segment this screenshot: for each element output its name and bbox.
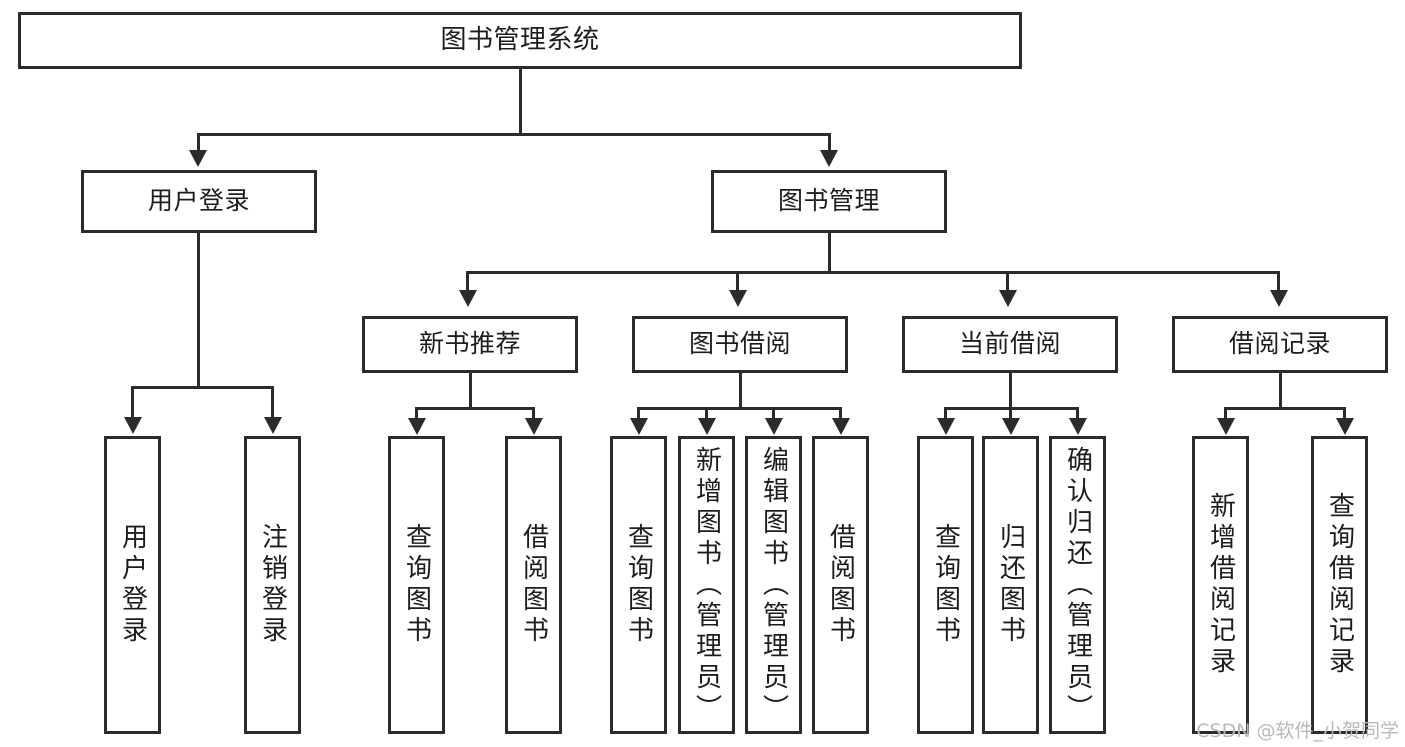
node-label: 归还图书 bbox=[995, 523, 1026, 647]
leaf-borrow-book-new[interactable]: 借阅图书 bbox=[505, 436, 562, 734]
connector-book-borrow-drop-1 bbox=[637, 407, 640, 419]
connector-level3-drop-1 bbox=[466, 271, 469, 291]
connector-book-borrow-stem bbox=[739, 373, 742, 409]
connector-level3-drop-2 bbox=[736, 271, 739, 291]
connector-user-login-stem bbox=[197, 233, 200, 388]
connector-root-stem bbox=[519, 69, 522, 135]
node-label: 借阅图书 bbox=[518, 523, 549, 647]
node-label: 新增图书（管理员） bbox=[691, 445, 722, 725]
arrow-to-book-manage bbox=[820, 150, 838, 167]
connector-root-drop-left bbox=[197, 133, 200, 151]
node-book-management[interactable]: 图书管理 bbox=[711, 170, 947, 233]
node-current-borrow[interactable]: 当前借阅 bbox=[902, 316, 1118, 373]
node-new-book-recommend[interactable]: 新书推荐 bbox=[362, 316, 578, 373]
leaf-add-book[interactable]: 新增图书（管理员） bbox=[678, 436, 735, 734]
connector-user-login-drop-2 bbox=[271, 386, 274, 418]
node-root-system[interactable]: 图书管理系统 bbox=[18, 12, 1022, 69]
leaf-query-book-borrow[interactable]: 查询图书 bbox=[610, 436, 667, 734]
arrow-to-current-borrow bbox=[999, 290, 1017, 307]
arrow-to-new-book bbox=[459, 290, 477, 307]
arrow-to-leaf-borrow-book-a bbox=[525, 418, 543, 435]
node-book-borrow[interactable]: 图书借阅 bbox=[632, 316, 848, 373]
connector-current-borrow-drop-1 bbox=[944, 407, 947, 419]
connector-new-book-drop-2 bbox=[532, 407, 535, 419]
node-label: 新增借阅记录 bbox=[1205, 492, 1236, 678]
leaf-add-borrow-record[interactable]: 新增借阅记录 bbox=[1192, 436, 1249, 734]
connector-new-book-bar bbox=[415, 407, 535, 410]
arrow-to-leaf-query-book-a bbox=[408, 418, 426, 435]
connector-current-borrow-drop-2 bbox=[1009, 407, 1012, 419]
connector-book-manage-stem bbox=[828, 233, 831, 273]
node-label: 查询图书 bbox=[930, 523, 961, 647]
leaf-borrow-book[interactable]: 借阅图书 bbox=[812, 436, 869, 734]
node-label: 查询图书 bbox=[623, 523, 654, 647]
leaf-edit-book[interactable]: 编辑图书（管理员） bbox=[745, 436, 802, 734]
arrow-to-leaf-query-book-c bbox=[937, 418, 955, 435]
arrow-to-leaf-edit-book bbox=[765, 418, 783, 435]
arrow-to-leaf-logout bbox=[264, 417, 282, 434]
leaf-return-book[interactable]: 归还图书 bbox=[982, 436, 1039, 734]
connector-root-bar bbox=[197, 133, 831, 136]
leaf-user-login[interactable]: 用户登录 bbox=[104, 436, 161, 734]
node-label: 用户登录 bbox=[117, 523, 148, 647]
node-label: 借阅图书 bbox=[825, 523, 856, 647]
node-label: 图书管理系统 bbox=[440, 24, 600, 55]
leaf-confirm-return[interactable]: 确认归还（管理员） bbox=[1049, 436, 1106, 734]
node-label: 图书借阅 bbox=[688, 329, 791, 359]
connector-book-borrow-drop-2 bbox=[705, 407, 708, 419]
leaf-query-book-current[interactable]: 查询图书 bbox=[917, 436, 974, 734]
arrow-to-leaf-add-book bbox=[698, 418, 716, 435]
connector-borrow-record-bar bbox=[1224, 407, 1346, 410]
arrow-to-book-borrow bbox=[729, 290, 747, 307]
node-label: 当前借阅 bbox=[958, 329, 1061, 359]
node-label: 确认归还（管理员） bbox=[1062, 445, 1093, 725]
connector-book-borrow-drop-4 bbox=[839, 407, 842, 419]
arrow-to-leaf-return-book bbox=[1002, 418, 1020, 435]
node-label: 编辑图书（管理员） bbox=[758, 445, 789, 725]
leaf-query-book-new[interactable]: 查询图书 bbox=[388, 436, 445, 734]
arrow-to-user-login bbox=[189, 150, 207, 167]
arrow-to-borrow-record bbox=[1270, 290, 1288, 307]
connector-new-book-stem bbox=[469, 373, 472, 409]
connector-book-borrow-drop-3 bbox=[772, 407, 775, 419]
csdn-watermark: CSDN @软件_小贺同学 bbox=[1196, 720, 1399, 742]
arrow-to-leaf-borrow-book-b bbox=[832, 418, 850, 435]
arrow-to-leaf-confirm-return bbox=[1069, 418, 1087, 435]
arrow-to-leaf-query-book-b bbox=[630, 418, 648, 435]
connector-book-manage-bar bbox=[466, 271, 1280, 274]
node-label: 注销登录 bbox=[257, 523, 288, 647]
node-label: 查询图书 bbox=[401, 523, 432, 647]
connector-book-borrow-bar bbox=[637, 407, 842, 410]
connector-new-book-drop-1 bbox=[415, 407, 418, 419]
arrow-to-leaf-add-record bbox=[1217, 418, 1235, 435]
node-label: 新书推荐 bbox=[418, 329, 521, 359]
connector-root-drop-right bbox=[828, 133, 831, 151]
connector-borrow-record-drop-2 bbox=[1343, 407, 1346, 419]
connector-user-login-bar bbox=[131, 386, 274, 389]
node-label: 查询借阅记录 bbox=[1324, 492, 1355, 678]
connector-user-login-drop-1 bbox=[131, 386, 134, 418]
connector-current-borrow-stem bbox=[1009, 373, 1012, 409]
node-label: 用户登录 bbox=[147, 186, 250, 216]
node-user-login[interactable]: 用户登录 bbox=[81, 170, 317, 233]
leaf-query-borrow-record[interactable]: 查询借阅记录 bbox=[1311, 436, 1368, 734]
node-borrow-record[interactable]: 借阅记录 bbox=[1172, 316, 1388, 373]
arrow-to-leaf-user-login bbox=[124, 417, 142, 434]
connector-current-borrow-drop-3 bbox=[1076, 407, 1079, 419]
node-label: 图书管理 bbox=[777, 186, 880, 216]
connector-level3-drop-4 bbox=[1277, 271, 1280, 291]
node-label: 借阅记录 bbox=[1228, 329, 1331, 359]
leaf-logout[interactable]: 注销登录 bbox=[244, 436, 301, 734]
connector-borrow-record-stem bbox=[1279, 373, 1282, 409]
connector-borrow-record-drop-1 bbox=[1224, 407, 1227, 419]
connector-level3-drop-3 bbox=[1006, 271, 1009, 291]
arrow-to-leaf-query-record bbox=[1336, 418, 1354, 435]
